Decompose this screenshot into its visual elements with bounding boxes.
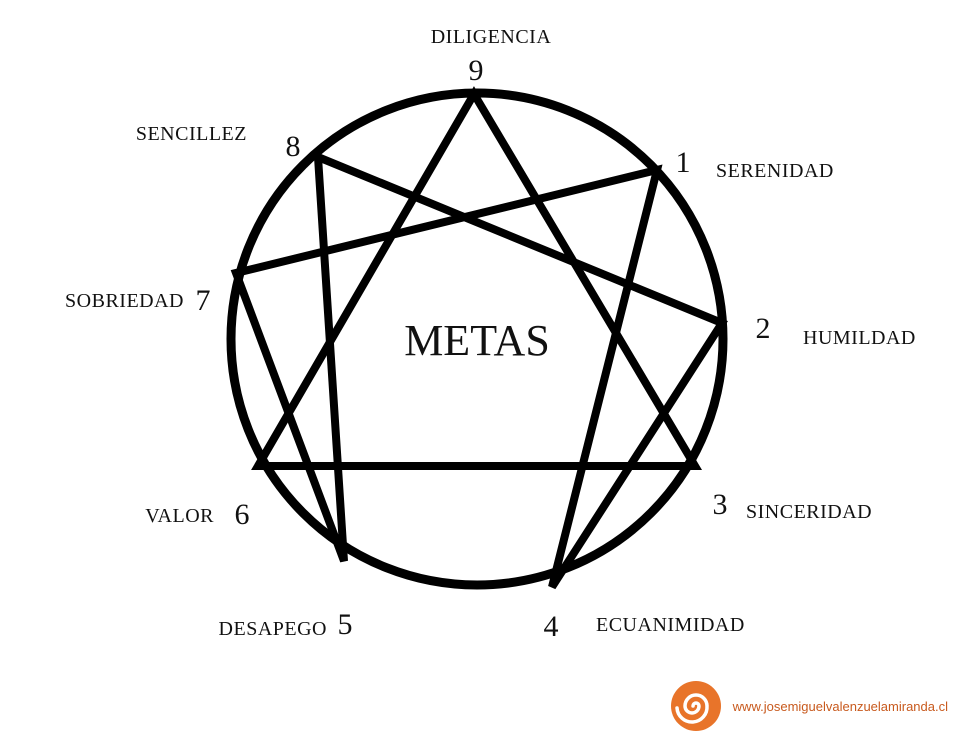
- point-number-5: 5: [338, 608, 353, 641]
- point-number-7: 7: [196, 284, 211, 317]
- virtue-label-2: HUMILDAD: [803, 327, 916, 349]
- center-title: METAS: [404, 316, 550, 365]
- point-number-1: 1: [676, 146, 691, 179]
- virtue-label-5: DESAPEGO: [219, 618, 327, 640]
- orange-spiral-logo-icon: [670, 681, 721, 731]
- footer: www.josemiguelvalenzuelamiranda.cl: [669, 679, 948, 733]
- website-url[interactable]: www.josemiguelvalenzuelamiranda.cl: [732, 698, 948, 714]
- point-number-3: 3: [713, 488, 728, 521]
- point-number-9: 9: [469, 54, 484, 87]
- hexad-1-4-2-8-5-7: [230, 150, 728, 590]
- virtue-label-8: SENCILLEZ: [136, 123, 247, 145]
- point-number-2: 2: [756, 312, 771, 345]
- point-number-8: 8: [286, 130, 301, 163]
- virtue-label-6: VALOR: [145, 505, 214, 527]
- virtue-label-4: ECUANIMIDAD: [596, 614, 745, 636]
- virtue-label-7: SOBRIEDAD: [65, 290, 184, 312]
- point-number-4: 4: [544, 610, 559, 643]
- virtue-label-1: SERENIDAD: [716, 160, 834, 182]
- triangle-9-3-6: [251, 86, 703, 470]
- point-number-6: 6: [235, 498, 250, 531]
- virtue-label-3: SINCERIDAD: [746, 501, 872, 523]
- virtue-label-9: DILIGENCIA: [431, 26, 552, 48]
